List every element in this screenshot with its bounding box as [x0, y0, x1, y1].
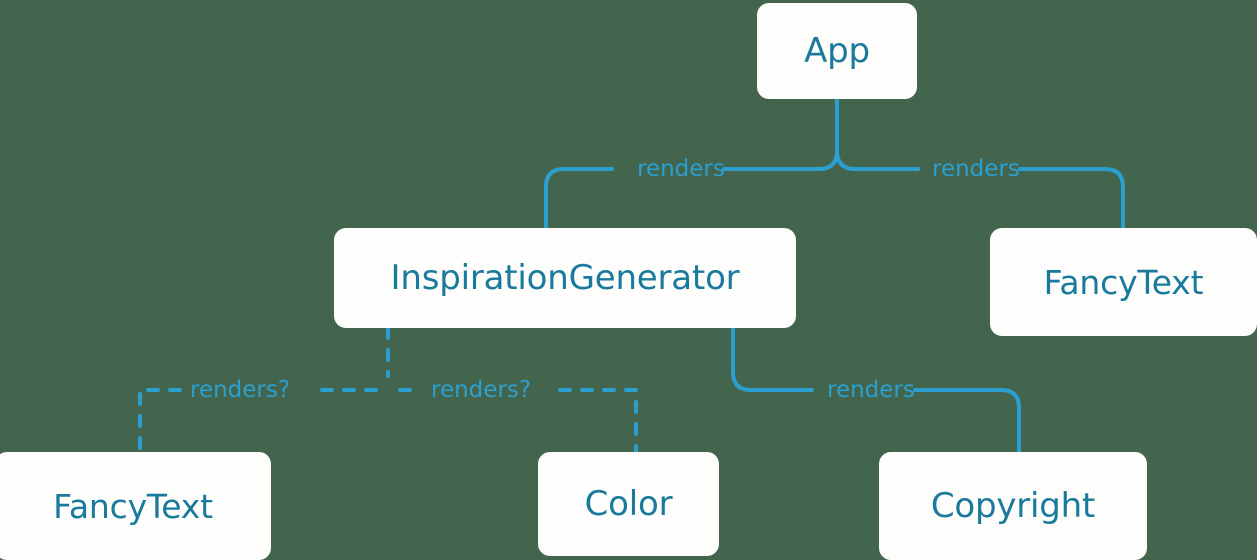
edge-label-renders-2: renders	[932, 156, 1020, 182]
edge-inspirationgenerator-to-color	[386, 326, 638, 454]
edge-label-renders-optional-1: renders?	[190, 377, 291, 403]
edge-inspirationgenerator-to-copyright	[731, 326, 1021, 454]
edge-app-to-fancytext	[835, 97, 1125, 230]
node-app[interactable]: App	[757, 3, 917, 99]
node-copyright[interactable]: Copyright	[879, 452, 1147, 560]
node-copyright-label: Copyright	[930, 486, 1096, 526]
node-inspirationgenerator[interactable]: InspirationGenerator	[334, 228, 796, 328]
node-inspirationgenerator-label: InspirationGenerator	[390, 258, 740, 298]
node-fancytext-bottom-label: FancyText	[53, 486, 213, 526]
edge-label-renders-1: renders	[637, 156, 725, 182]
node-fancytext-bottom[interactable]: FancyText	[0, 452, 271, 560]
edge-label-renders-3: renders	[827, 377, 915, 403]
node-color[interactable]: Color	[538, 452, 719, 556]
node-fancytext-top[interactable]: FancyText	[990, 228, 1257, 336]
node-app-label: App	[804, 31, 870, 71]
node-fancytext-top-label: FancyText	[1043, 262, 1204, 302]
node-color-label: Color	[584, 484, 673, 524]
edge-label-renders-optional-2: renders?	[431, 377, 532, 403]
